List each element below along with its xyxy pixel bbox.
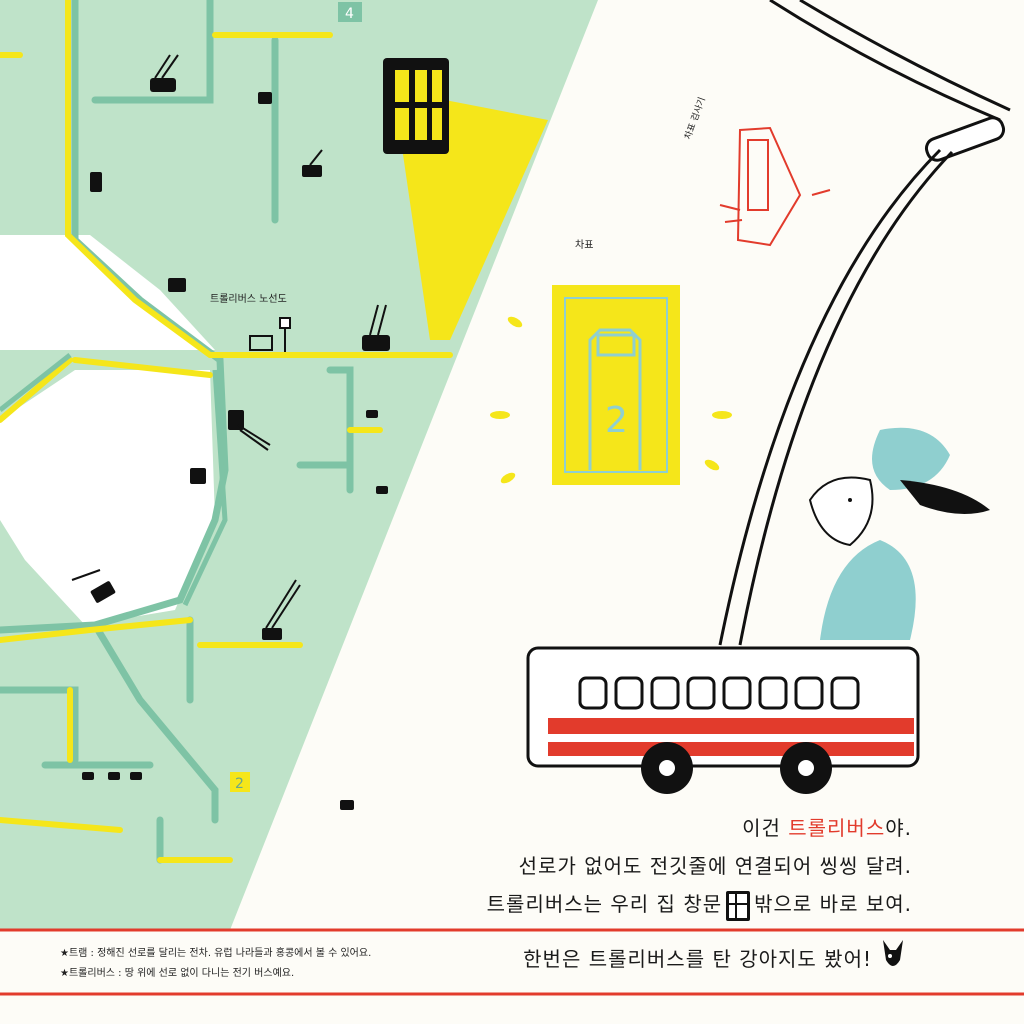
window-icon-inline <box>726 890 751 921</box>
footnote-trolleybus: ★트롤리버스 : 땅 위에 선로 없이 다니는 전기 버스예요. <box>60 968 295 979</box>
story-line-3a: 트롤리버스는 우리 집 창문 <box>486 892 723 916</box>
ticket-label: 차표 <box>575 239 593 251</box>
trolleybus-highlight: 트롤리버스 <box>788 816 886 840</box>
window-icon <box>383 58 449 154</box>
stop-4-marker <box>338 2 362 22</box>
ticket-number: 2 <box>605 400 628 441</box>
stop-2-label: 2 <box>235 776 244 792</box>
story-line-3: 트롤리버스는 우리 집 창문 밖으로 바로 보여. <box>487 888 912 921</box>
stop-2-marker <box>230 772 250 792</box>
story-line-2: 선로가 없어도 전깃줄에 연결되어 씽씽 달려. <box>518 854 912 878</box>
trolley-pole <box>718 148 954 646</box>
dog-head-icon <box>883 940 903 966</box>
dog-icon <box>808 427 990 640</box>
map-trolleybus-icons <box>82 78 390 810</box>
story-line-1-suffix: 야. <box>885 816 912 840</box>
bus-stop-icon <box>249 317 291 352</box>
route-map-label: 트롤리버스 노선도 <box>210 293 287 305</box>
story-line-1-prefix: 이건 <box>742 816 789 840</box>
stop-4-label: 4 <box>345 6 354 22</box>
ticket-checker-label: 차표 검사기 <box>682 95 708 141</box>
overhead-wires <box>769 0 1011 122</box>
ticket-checker-icon <box>719 126 831 247</box>
story-line-4: 한번은 트롤리버스를 탄 강아지도 봤어! <box>523 947 872 971</box>
ticket-icon <box>552 285 680 485</box>
footnote-tram: ★트램 : 정해진 선로를 달리는 전차. 유럽 나라들과 홍콩에서 볼 수 있… <box>60 948 372 959</box>
window-light-beam <box>398 100 548 340</box>
trolleybus-icon <box>526 646 920 794</box>
story-line-3b: 밖으로 바로 보여. <box>754 892 912 916</box>
map-island-center <box>0 370 215 625</box>
story-line-1: 이건 트롤리버스야. <box>742 812 912 841</box>
route-lines-yellow <box>0 0 453 863</box>
